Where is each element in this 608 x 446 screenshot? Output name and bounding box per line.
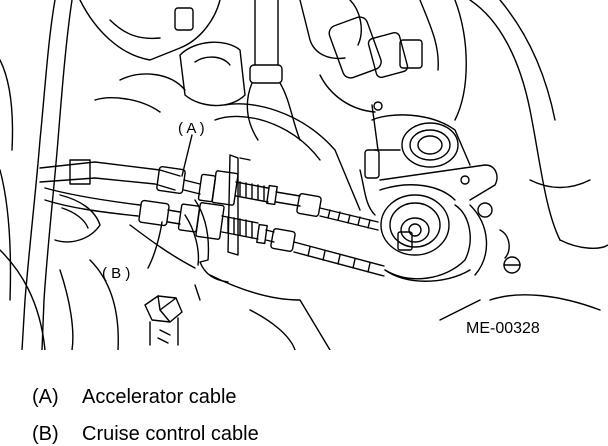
figure-id-label: ME-00328	[466, 320, 540, 337]
cruise-control-cable-drawing	[44, 187, 385, 277]
legend-item-accelerator-cable: (A) Accelerator cable	[32, 385, 237, 409]
engine-outline-top	[79, 0, 246, 113]
legend-key: (A)	[32, 386, 59, 408]
legend-key: (B)	[32, 423, 59, 445]
engine-outline-bottom	[0, 249, 331, 350]
cable-bracket	[54, 154, 251, 283]
bolt	[144, 295, 183, 346]
engine-bay-illustration: ( A ) ( B ) ME-00328	[0, 0, 608, 350]
callout-leaders	[147, 134, 193, 269]
legend-text: Accelerator cable	[82, 386, 237, 408]
legend-text: Cruise control cable	[82, 423, 259, 445]
callout-label-a: ( A )	[178, 120, 205, 137]
accelerator-cable-drawing	[39, 159, 379, 231]
legend-item-cruise-control-cable: (B) Cruise control cable	[32, 422, 259, 446]
callout-label-b: ( B )	[102, 265, 130, 282]
center-duct	[214, 0, 361, 211]
left-hose	[0, 0, 73, 350]
engine-outline-right	[439, 0, 608, 321]
connector-assembly	[299, 0, 467, 121]
throttle-pulley	[359, 101, 521, 282]
